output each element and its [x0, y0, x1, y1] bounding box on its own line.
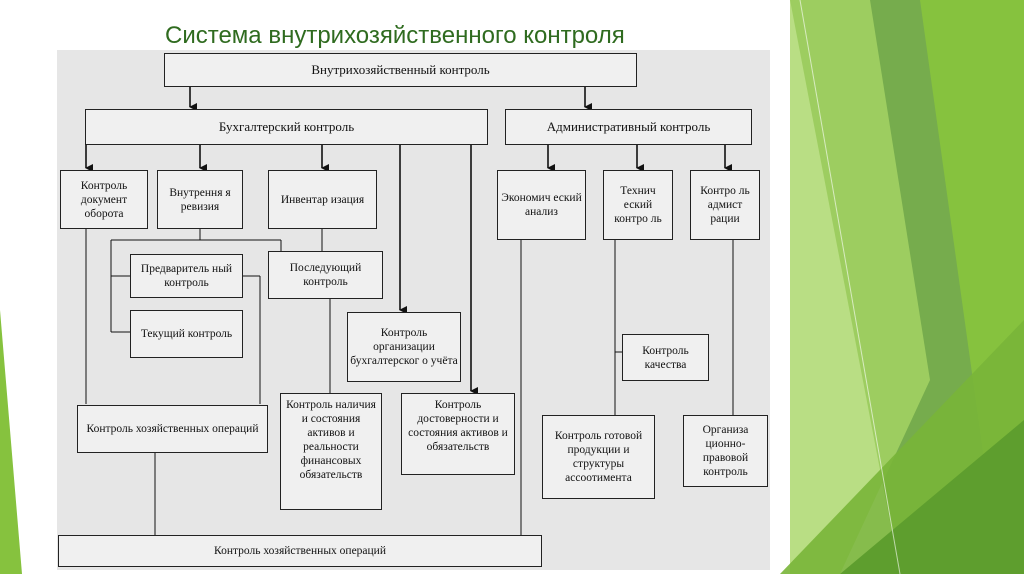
box-org-legal-control: Организа ционно- правовой контроль — [683, 415, 768, 487]
box-internal-audit: Внутрення я ревизия — [157, 170, 243, 229]
box-inventory: Инвентар изация — [268, 170, 377, 229]
box-preliminary-control: Предваритель ный контроль — [130, 254, 243, 298]
box-current-control: Текущий контроль — [130, 310, 243, 358]
box-technical-control: Технич еский контро ль — [603, 170, 673, 240]
box-internal-control: Внутрихозяйственный контроль — [164, 53, 637, 87]
box-administrative-control: Административный контроль — [505, 109, 752, 145]
box-assets-control: Контроль наличия и состояния активов и р… — [280, 393, 382, 510]
box-accounting-control: Бухгалтерский контроль — [85, 109, 488, 145]
box-org-accounting-control: Контроль организации бухгалтерског о учё… — [347, 312, 461, 382]
box-doc-flow-control: Контроль документ оборота — [60, 170, 148, 229]
slide-title: Система внутрихозяйственного контроля — [165, 22, 625, 49]
box-admin-control: Контро ль адмист рации — [690, 170, 760, 240]
box-quality-control: Контроль качества — [622, 334, 709, 381]
box-finished-goods-control: Контроль готовой продукции и структуры а… — [542, 415, 655, 499]
box-subsequent-control: Последующий контроль — [268, 251, 383, 299]
box-business-operations-control: Контроль хозяйственных операций — [77, 405, 268, 453]
box-business-operations-control-bottom: Контроль хозяйственных операций — [58, 535, 542, 567]
box-reliability-control: Контроль достоверности и состояния актив… — [401, 393, 515, 475]
box-economic-analysis: Экономич еский анализ — [497, 170, 586, 240]
